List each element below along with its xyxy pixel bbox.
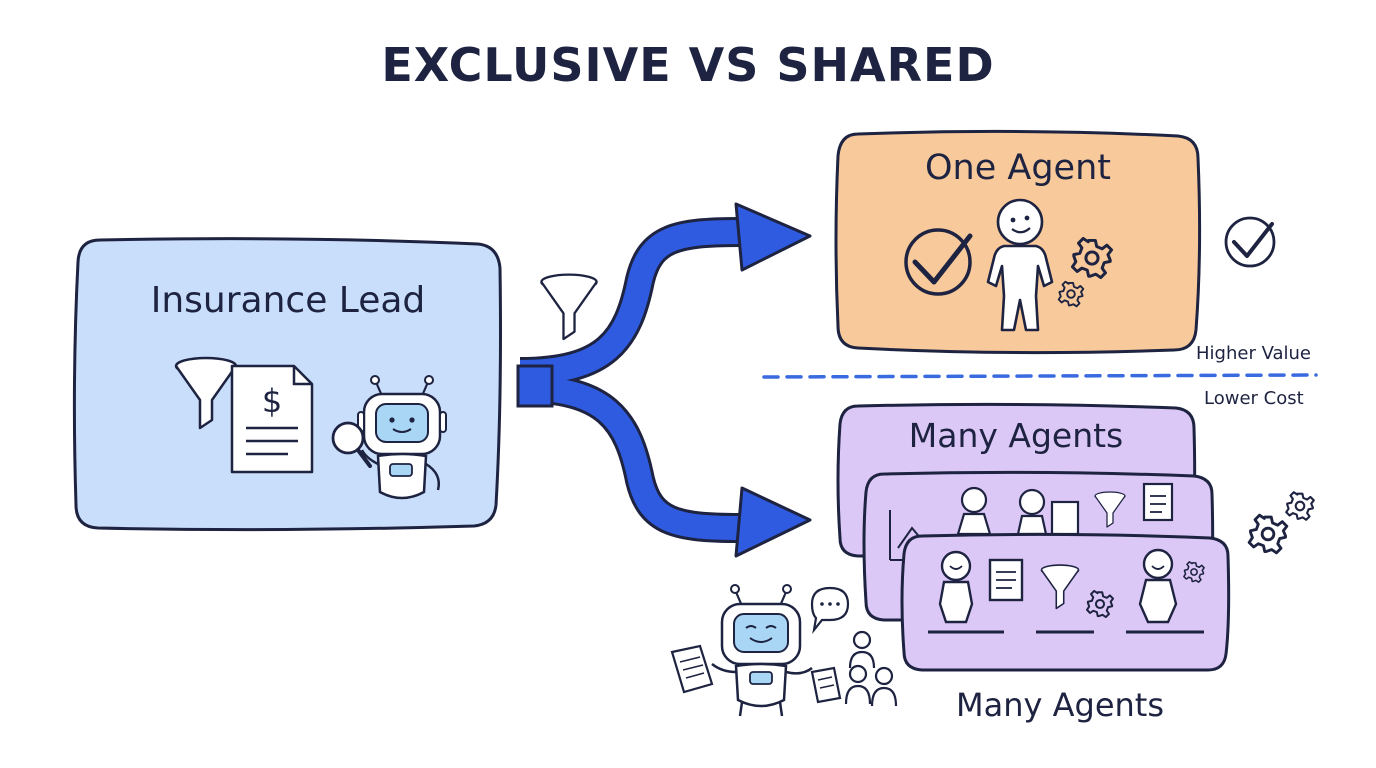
one-agent-label: One Agent bbox=[925, 148, 1111, 188]
gear-icon bbox=[1247, 513, 1289, 555]
higher-value-label: Higher Value bbox=[1196, 343, 1311, 364]
diagram-title: EXCLUSIVE VS SHARED bbox=[381, 38, 995, 92]
split-arrow bbox=[516, 202, 812, 558]
robot-icon bbox=[357, 375, 447, 500]
document-dollar-icon: $ bbox=[230, 364, 314, 474]
many-agents-label: Many Agents bbox=[908, 416, 1124, 455]
checkmark-circle-icon bbox=[1224, 216, 1276, 268]
lower-cost-label: Lower Cost bbox=[1204, 388, 1304, 409]
svg-text:$: $ bbox=[262, 382, 282, 420]
many-agents-caption: Many Agents bbox=[956, 686, 1164, 724]
speech-bubble-icon bbox=[810, 586, 850, 634]
document-icon bbox=[670, 644, 714, 694]
people-group-icon bbox=[844, 630, 898, 707]
magnifier-icon bbox=[331, 421, 372, 468]
shared-card-front bbox=[900, 532, 1231, 672]
funnel-icon bbox=[540, 273, 598, 341]
checkmark-circle-icon bbox=[904, 228, 973, 296]
value-cost-divider bbox=[762, 373, 1318, 379]
robot-icon bbox=[711, 584, 813, 717]
document-icon bbox=[810, 666, 842, 704]
insurance-lead-label: Insurance Lead bbox=[150, 280, 426, 321]
stick-figure-icon bbox=[986, 198, 1054, 332]
gear-icon bbox=[1285, 491, 1315, 521]
